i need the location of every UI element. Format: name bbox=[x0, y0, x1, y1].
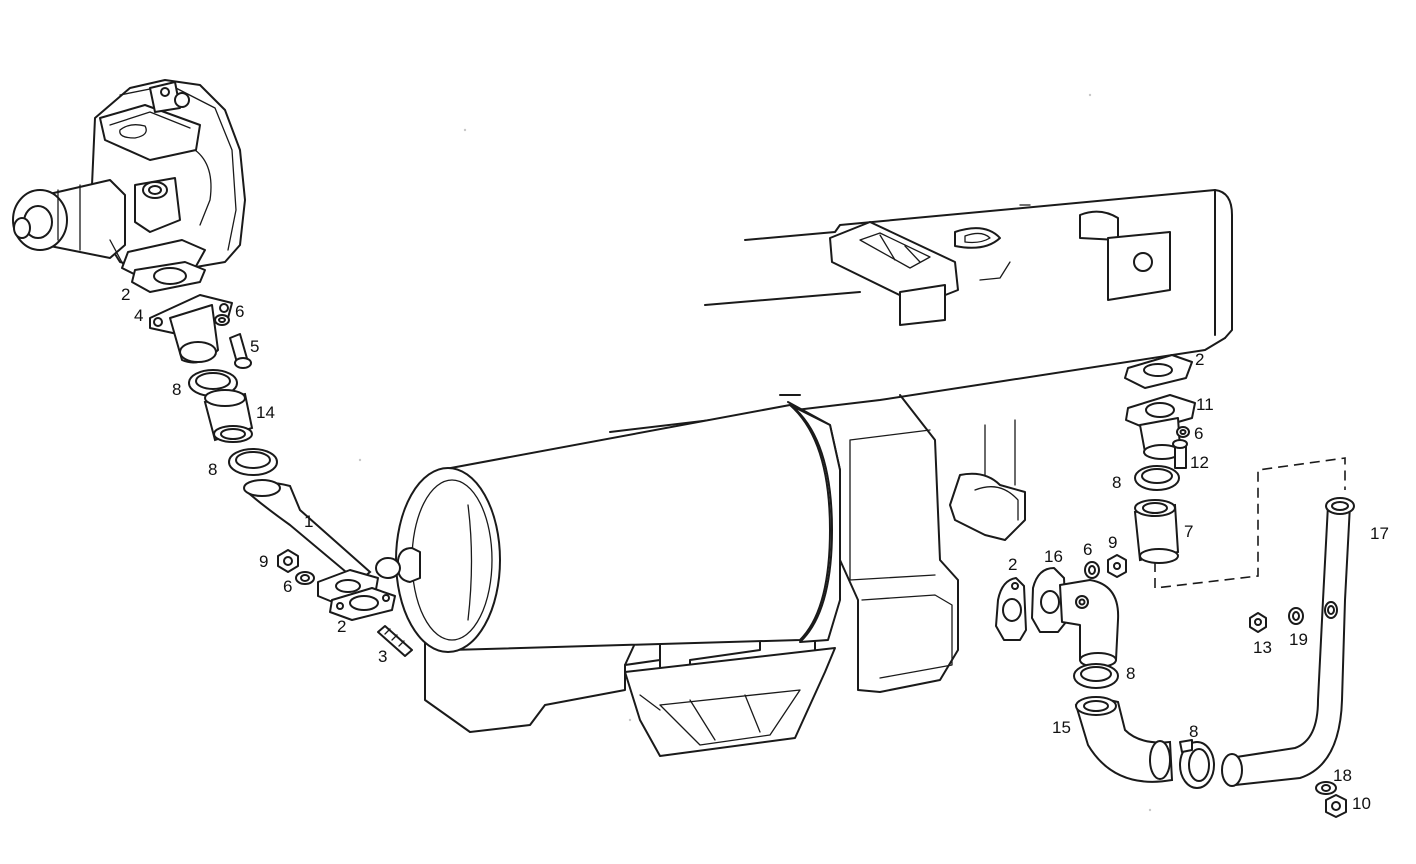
callout-8-clamp-right-lower: 8 bbox=[1189, 722, 1198, 741]
nut-9-right bbox=[1107, 554, 1127, 578]
stud-3 bbox=[377, 625, 413, 657]
callout-1-pipe: 1 bbox=[304, 512, 313, 531]
hose-clamp-8-right-lower bbox=[1179, 739, 1215, 789]
hose-clamp-8-right-upper bbox=[1134, 465, 1180, 491]
hose-clamp-8-right-middle bbox=[1073, 663, 1119, 689]
callout-17-pipe: 17 bbox=[1370, 524, 1389, 543]
callout-9-nut-left: 9 bbox=[259, 552, 268, 571]
nut-9-left bbox=[277, 549, 299, 573]
callout-11-flange: 11 bbox=[1196, 395, 1214, 414]
washer-6-top bbox=[214, 314, 230, 326]
engine-sump-outline bbox=[424, 394, 1026, 757]
bolt-12 bbox=[1172, 439, 1188, 469]
callout-2-pump-gasket: 2 bbox=[121, 285, 130, 304]
engine-block-outline bbox=[609, 189, 1233, 433]
flange-elbow-11 bbox=[1125, 394, 1196, 460]
starter-motor-cylinder bbox=[375, 404, 841, 653]
flange-elbow-4 bbox=[149, 294, 233, 364]
dashed-connection-line bbox=[1154, 457, 1346, 589]
washer-6-right bbox=[1084, 561, 1100, 579]
callout-3-stud: 3 bbox=[378, 647, 387, 666]
plug-10 bbox=[1325, 794, 1347, 818]
callout-5-bolt: 5 bbox=[250, 337, 259, 356]
callout-6-washer-top: 6 bbox=[235, 302, 244, 321]
callout-10-plug: 10 bbox=[1352, 794, 1371, 813]
callout-2-gasket-right-lower: 2 bbox=[1008, 555, 1017, 574]
coolant-pipe-17 bbox=[1221, 497, 1355, 787]
gasket-pump-outlet bbox=[131, 261, 206, 293]
callout-13-bolt: 13 bbox=[1253, 638, 1272, 657]
gasket-2-right-top bbox=[1124, 354, 1193, 389]
bolt-5 bbox=[229, 333, 252, 369]
bolt-13 bbox=[1249, 612, 1267, 633]
callout-6-washer-right: 6 bbox=[1083, 540, 1092, 559]
callout-6-washer-right-top: 6 bbox=[1194, 424, 1203, 443]
callout-8-clamp-right-middle: 8 bbox=[1126, 664, 1135, 683]
callout-19-washer: 19 bbox=[1289, 630, 1308, 649]
gasket-2-right-lower bbox=[995, 577, 1027, 641]
elbow-hose-15 bbox=[1074, 696, 1174, 783]
hose-sleeve-14 bbox=[203, 389, 254, 443]
gasket-2-lower bbox=[329, 587, 396, 621]
hose-sleeve-7 bbox=[1133, 499, 1180, 564]
washer-6-right-top bbox=[1176, 426, 1190, 438]
washer-19 bbox=[1288, 607, 1304, 625]
callout-2-gasket-lower: 2 bbox=[337, 617, 346, 636]
callout-labels: 2 4 6 5 8 14 8 1 9 6 2 3 2 11 6 12 8 7 2… bbox=[121, 285, 1389, 813]
callout-14-hose: 14 bbox=[256, 403, 275, 422]
water-pump-housing bbox=[12, 79, 246, 279]
callout-7-hose: 7 bbox=[1184, 522, 1193, 541]
flange-elbow-16 bbox=[1031, 567, 1120, 668]
callout-2-gasket-right-top: 2 bbox=[1195, 350, 1204, 369]
scan-noise bbox=[358, 93, 1152, 812]
washer-6-left bbox=[295, 571, 315, 585]
callout-8-clamp-upper: 8 bbox=[172, 380, 181, 399]
callout-16-flange: 16 bbox=[1044, 547, 1063, 566]
callout-8-clamp-lower: 8 bbox=[208, 460, 217, 479]
coolant-pipe-1 bbox=[243, 479, 372, 584]
callout-6-washer-left: 6 bbox=[283, 577, 292, 596]
hose-clamp-8-lower bbox=[228, 448, 278, 476]
washer-18 bbox=[1315, 781, 1337, 795]
callout-15-hose: 15 bbox=[1052, 718, 1071, 737]
callout-9-nut-right: 9 bbox=[1108, 533, 1117, 552]
callout-12-bolt: 12 bbox=[1190, 453, 1209, 472]
callout-18-washer: 18 bbox=[1333, 766, 1352, 785]
callout-4-flange: 4 bbox=[134, 306, 143, 325]
callout-8-clamp-right-upper: 8 bbox=[1112, 473, 1121, 492]
